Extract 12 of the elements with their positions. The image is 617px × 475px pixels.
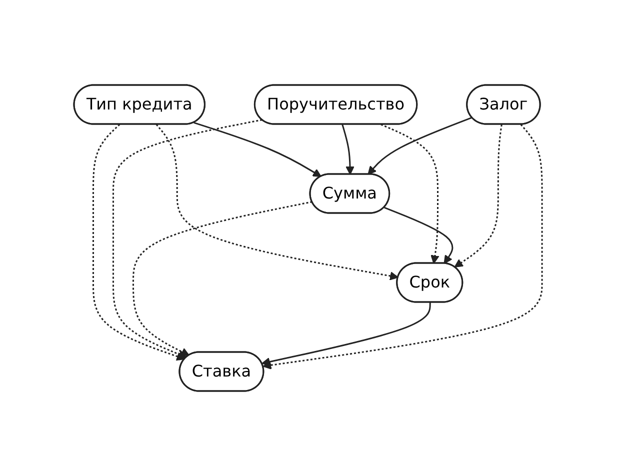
arrow bbox=[263, 124, 544, 370]
arrow bbox=[156, 124, 400, 280]
arrow bbox=[381, 123, 440, 264]
arrow bbox=[384, 206, 454, 264]
arrow bbox=[194, 121, 322, 177]
arrow bbox=[342, 124, 355, 174]
arrow bbox=[368, 116, 473, 174]
arrow bbox=[262, 302, 432, 366]
arrow bbox=[454, 124, 503, 267]
arrow bbox=[92, 123, 186, 360]
arrow bbox=[132, 200, 313, 356]
arrow bbox=[112, 118, 263, 358]
